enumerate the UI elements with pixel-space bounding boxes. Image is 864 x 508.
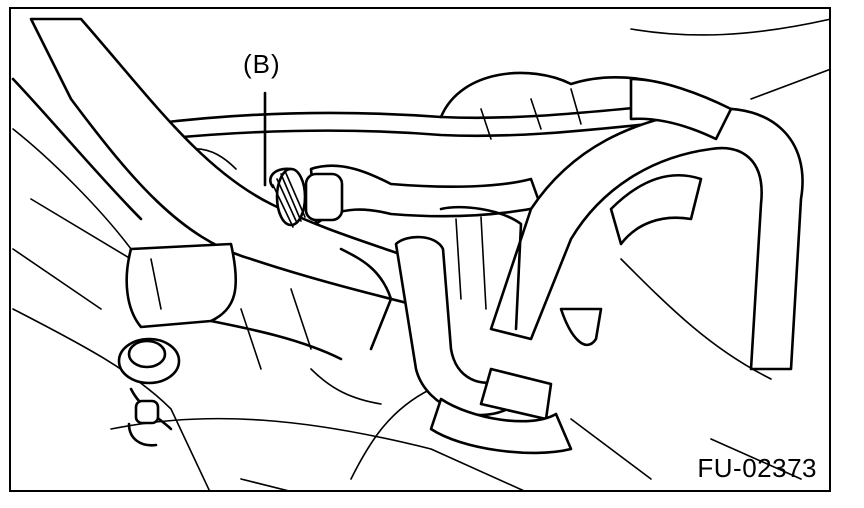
callout-label-b: (B) [243, 49, 281, 79]
figure-id: FU-02373 [697, 453, 817, 483]
center-housing [339, 205, 523, 351]
hose-clamp [269, 167, 307, 228]
illustration-frame: (B) FU-02373 [9, 7, 831, 492]
bolt-fitting [117, 337, 181, 447]
left-bracket [125, 242, 343, 361]
engine-bay-line-drawing [11, 17, 829, 490]
vertical-hose [394, 235, 573, 455]
right-hose-loop [489, 77, 804, 371]
